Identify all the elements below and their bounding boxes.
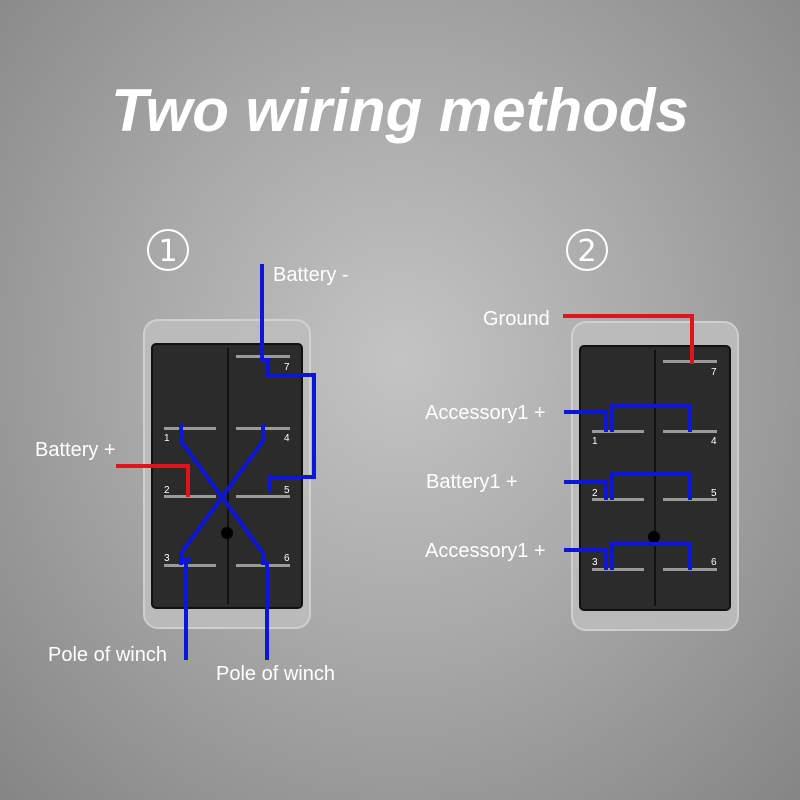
pin2-label-7: 7 [711, 367, 717, 378]
wire-accessory-top [564, 410, 608, 432]
label-pole-of-winch-left: Pole of winch [48, 644, 167, 666]
label-ground: Ground [483, 308, 550, 330]
label-battery-plus: Battery + [35, 439, 116, 461]
pin2-label-6: 6 [711, 557, 717, 568]
pin-label-5: 5 [284, 485, 290, 496]
wire-cross-b [179, 424, 265, 565]
method-1-badge: 1 [147, 229, 189, 271]
wire-battery1 [564, 480, 608, 500]
method-2-badge: 2 [566, 229, 608, 271]
pin-label-6: 6 [284, 553, 290, 564]
wire-accessory-bottom [564, 548, 608, 570]
method-2-wires [563, 314, 694, 570]
pin2-label-3: 3 [592, 557, 598, 568]
wire-accessory-bottom-bridge [610, 542, 692, 570]
pin-label-2: 2 [164, 485, 170, 496]
pin-label-7: 7 [284, 362, 290, 373]
method-1-number: 1 [158, 234, 177, 269]
pin2-label-5: 5 [711, 488, 717, 499]
wire-accessory-top-bridge [610, 404, 692, 432]
pin2-label-2: 2 [592, 488, 598, 499]
label-battery1: Battery1 + [426, 471, 518, 493]
label-accessory1-top: Accessory1 + [425, 402, 546, 424]
wire-pole-winch-a [184, 558, 192, 660]
label-pole-of-winch-right: Pole of winch [216, 663, 335, 685]
switch-1: 1 2 3 4 5 6 7 [143, 319, 311, 629]
pin-label-1: 1 [164, 433, 170, 444]
page-title: Two wiring methods [111, 77, 689, 144]
wire-battery-minus [260, 264, 316, 492]
pin2-label-4: 4 [711, 436, 717, 447]
pin-label-4: 4 [284, 433, 290, 444]
wire-ground [563, 314, 694, 364]
pin2-label-1: 1 [592, 436, 598, 447]
wire-battery-plus [116, 464, 190, 497]
label-accessory1-bottom: Accessory1 + [425, 540, 546, 562]
pin-label-3: 3 [164, 553, 170, 564]
wire-battery1-bridge [610, 472, 692, 500]
method-1-wires [116, 264, 316, 660]
method-2-number: 2 [577, 234, 596, 269]
label-battery-minus: Battery - [273, 264, 349, 286]
